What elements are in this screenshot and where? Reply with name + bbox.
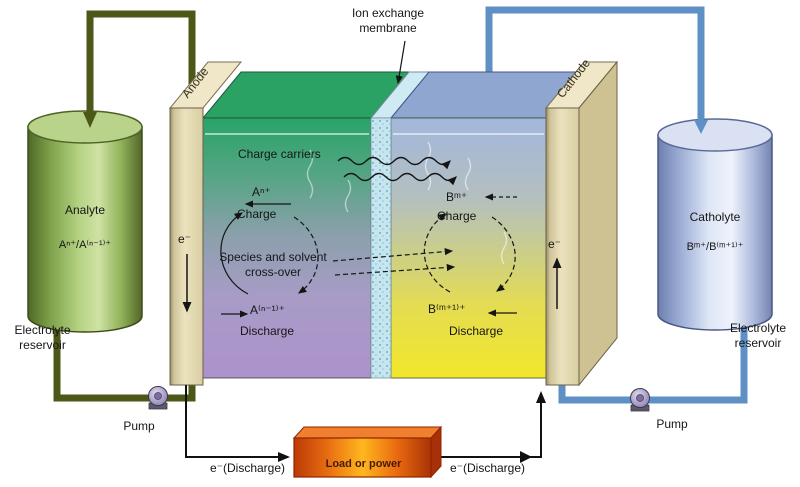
right-discharge-label: Discharge — [449, 324, 504, 338]
right-reservoir-caption: Electrolyte reservoir — [729, 321, 787, 351]
analyte-species: Aⁿ⁺/A⁽ⁿ⁻¹⁾⁺ — [58, 239, 112, 251]
cathode-electron-label: e⁻ — [548, 237, 562, 251]
load-label: Load or power source — [296, 442, 431, 487]
a-oxidized-label: Aⁿ⁺ — [252, 185, 271, 199]
left-discharge-label: Discharge — [240, 324, 295, 338]
b-oxidized-label: Bᵐ⁺ — [446, 190, 468, 204]
left-top-pipe — [83, 10, 196, 128]
catholyte-name: Catholyte — [689, 210, 741, 224]
left-pump-label: Pump — [123, 419, 155, 433]
b-reduced-label: B⁽ᵐ⁺¹⁾⁺ — [428, 302, 466, 316]
membrane-label: Ion exchange membrane — [351, 6, 425, 36]
right-pump-label: Pump — [656, 417, 688, 431]
left-reservoir-caption: Electrolyte reservoir — [14, 323, 71, 353]
left-wire-label: e⁻(Discharge) — [209, 461, 286, 475]
analyte-tank — [27, 110, 143, 333]
left-bottom-pipe — [53, 326, 196, 402]
right-charge-label: Charge — [437, 209, 477, 223]
pump-icon-right — [630, 388, 650, 412]
right-bottom-pipe — [558, 326, 748, 404]
crossover-label: Species and solvent cross-over — [219, 250, 327, 280]
discharge-wire-left — [185, 385, 290, 462]
cathode-electrode — [544, 60, 619, 387]
membrane-pointer-line — [395, 40, 406, 85]
pump-icon-left — [148, 386, 168, 410]
right-wire-label: e⁻(Discharge) — [449, 461, 526, 475]
catholyte-compartment — [390, 117, 547, 379]
charge-carriers-label: Charge carriers — [238, 147, 321, 161]
crossover-arrows — [332, 248, 456, 276]
right-top-pipe — [485, 6, 708, 134]
anode-electrode — [168, 61, 243, 386]
load-box — [292, 425, 443, 479]
left-charge-label: Charge — [237, 207, 277, 221]
charge-carrier-arrows — [337, 156, 457, 186]
ion-exchange-membrane — [370, 117, 392, 379]
left-redox-cycle-arrows — [220, 200, 319, 318]
analyte-name: Analyte — [64, 203, 106, 217]
anode-electron-label: e⁻ — [178, 232, 192, 246]
right-redox-cycle-arrows — [423, 193, 517, 317]
discharge-wire-right — [432, 391, 546, 463]
catholyte-species: Bᵐ⁺/B⁽ᵐ⁺¹⁾⁺ — [686, 241, 744, 253]
cell-body — [201, 71, 586, 379]
a-reduced-label: A⁽ⁿ⁻¹⁾⁺ — [250, 303, 285, 317]
catholyte-tank — [657, 118, 773, 331]
load-label-line1: Load or power — [325, 458, 402, 471]
anolyte-compartment — [202, 117, 372, 379]
